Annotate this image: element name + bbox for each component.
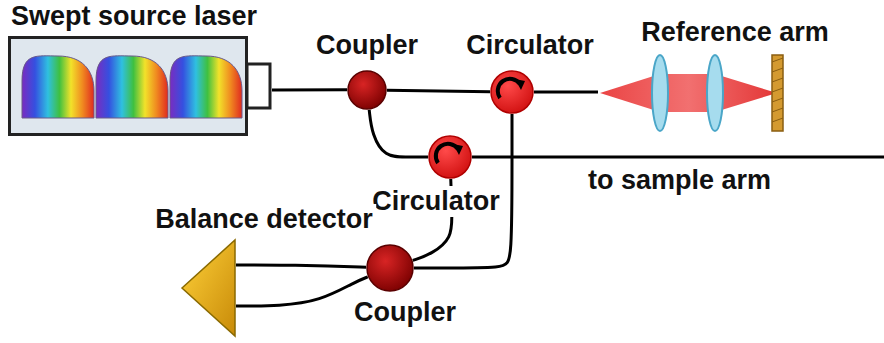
circulator-circle: Circulator [490,70,534,114]
optical-fiber [236,277,368,306]
circ-shape [428,135,472,179]
part-label: Coupler [351,297,459,328]
reference-arm: Reference arm [598,50,788,136]
coupler-circle: Coupler [347,70,387,110]
part-label: Coupler [313,30,421,61]
circulator-circle: Circulator [428,135,472,179]
optical-fiber [387,90,490,91]
mirror-hatch [772,58,783,122]
part-label: Reference arm [638,17,832,48]
circulator-arrowhead [453,144,463,155]
coupler-disc [367,245,413,291]
optical-fiber [272,88,347,91]
circ-disc [491,71,533,113]
sample-fiber [472,156,884,159]
optical-fiber [534,91,598,94]
det-shape [180,238,236,338]
spectrum-sweep [170,56,242,118]
spectrum-sweep [22,56,94,118]
circ-disc [429,136,471,178]
optical-fiber [236,265,366,267]
laser-port [247,64,270,108]
laser-box: Swept source laser [8,36,272,136]
mirror [772,55,783,131]
circulator-arrowhead [515,79,525,90]
laser-housing [10,38,247,135]
laser-shape [8,36,272,136]
label-holder: to sample arm [585,165,774,196]
part-label: Circulator [369,186,503,217]
ref-shape [598,50,788,136]
part-label: Circulator [463,30,597,61]
coupler-shape [347,70,387,110]
part-label: Balance detector [152,204,376,235]
lens [707,55,723,131]
circ-shape [490,70,534,114]
detector-triangle [182,240,235,336]
coupler-circle: Coupler [366,244,414,292]
coupler-disc [348,71,386,109]
part-label: Swept source laser [8,1,260,32]
lens [652,55,668,131]
optical-fiber [369,110,428,157]
arm-label: to sample arm [585,165,774,196]
laser-beam [600,74,777,112]
coupler-shape [366,244,414,292]
spectrum-sweep [96,56,168,118]
balance-detector: Balance detector [180,238,236,338]
